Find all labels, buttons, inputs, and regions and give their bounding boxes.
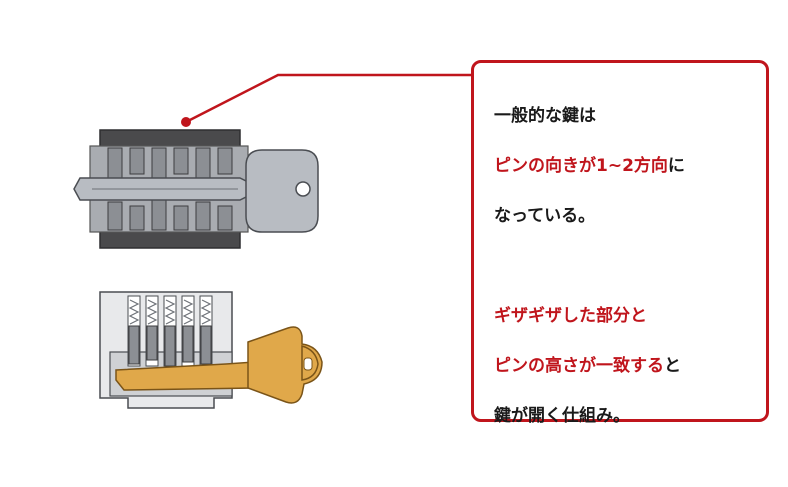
callout-line-4-highlight: ギザギザした部分と bbox=[494, 306, 647, 326]
leader-line bbox=[185, 73, 471, 124]
callout-line-2: ピンの向きが1~2方向に bbox=[494, 141, 748, 191]
explanation-callout: 一般的な鍵は ピンの向きが1~2方向に なっている。 ギザギザした部分と ピンの… bbox=[471, 60, 769, 426]
callout-line-6: 鍵が開く仕組み。 bbox=[494, 406, 630, 426]
callout-line-5-rest: と bbox=[664, 356, 681, 376]
callout-line-5-highlight: ピンの高さが一致する bbox=[494, 356, 664, 376]
callout-line-5: ピンの高さが一致すると bbox=[494, 341, 748, 391]
dimple-upper-pins bbox=[107, 147, 233, 181]
pin-tumbler-lock-illustration bbox=[99, 291, 323, 409]
callout-spacer bbox=[494, 241, 748, 291]
tumbler-springs bbox=[128, 299, 212, 325]
silver-key-head bbox=[245, 149, 319, 233]
callout-line-2-highlight: ピンの向きが1~2方向 bbox=[494, 156, 668, 176]
dimple-lock-illustration bbox=[73, 129, 319, 249]
callout-line-1: 一般的な鍵は bbox=[494, 106, 596, 126]
callout-line-4: ギザギザした部分と bbox=[494, 291, 748, 341]
gold-key-hole bbox=[303, 357, 313, 371]
silver-key-hole bbox=[295, 181, 311, 197]
leader-dot bbox=[181, 117, 191, 127]
callout-line-3: なっている。 bbox=[494, 206, 596, 226]
callout-line-2-rest: に bbox=[667, 156, 685, 176]
tumbler-pins bbox=[128, 325, 212, 367]
